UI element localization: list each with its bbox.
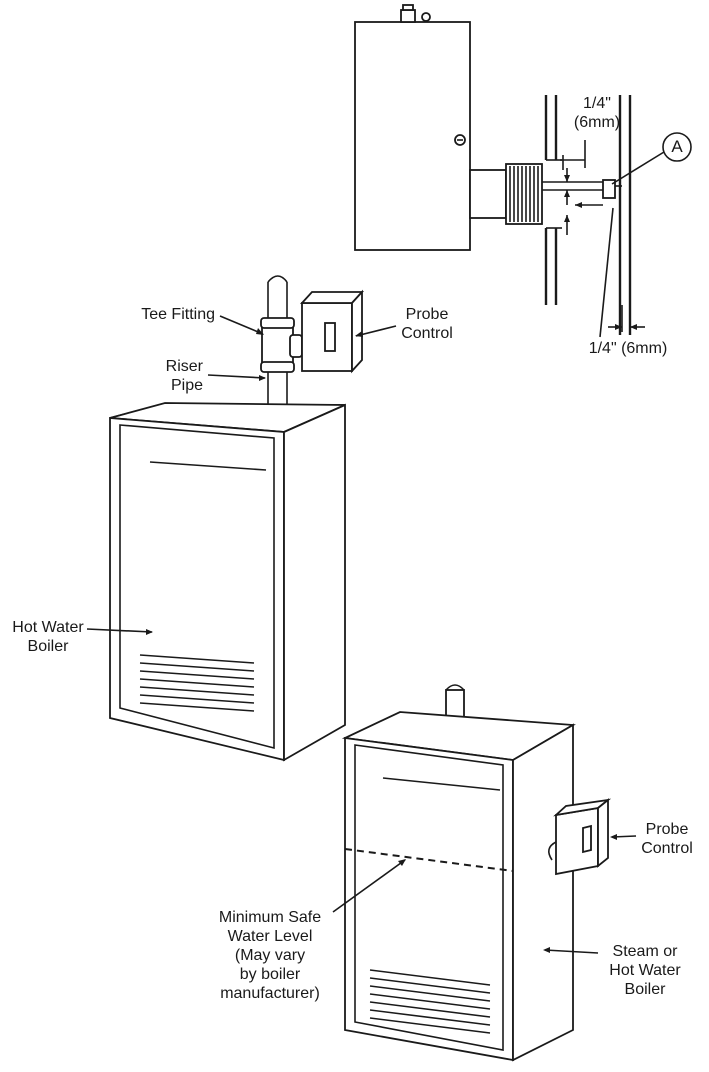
min-water-level-line: [344, 848, 514, 872]
steam-boiler-2: [332, 684, 637, 1062]
boiler-1-control-line: [149, 461, 267, 471]
min-water-level-label: Minimum Safe Water Level (May vary by bo…: [218, 909, 322, 1002]
riser-pipe-label: Riser Pipe: [165, 358, 203, 394]
boiler-1-vents: [139, 654, 255, 712]
detail-terminal: [400, 9, 416, 23]
probe-control-label-2: Probe Control: [641, 821, 693, 857]
boiler-2-vents: [369, 969, 491, 1034]
detail-probe-tip: [602, 179, 616, 199]
dim-label-top: 1/4" (6mm): [573, 95, 621, 131]
hot-water-boiler-label: Hot Water Boiler: [12, 619, 84, 655]
probe-control-label-1: Probe Control: [401, 306, 453, 342]
detail-bushing: [505, 163, 543, 225]
detail-control-box: [354, 21, 471, 251]
detail-threads: [509, 166, 539, 222]
boiler-2-control-line: [382, 777, 501, 791]
detail-terminal-screw: [421, 12, 431, 22]
callout-a-circle: [662, 132, 692, 162]
steam-boiler-label: Steam or Hot Water Boiler: [609, 943, 681, 998]
dim-label-bottom: 1/4" (6mm): [588, 340, 668, 357]
probe-control-2-window: [582, 824, 592, 854]
detail-nipple: [469, 169, 507, 219]
hot-water-boiler-1: [86, 275, 397, 762]
tee-fitting-label: Tee Fitting: [141, 306, 215, 323]
boiler-2-side: [512, 723, 574, 1062]
boiler-1-side: [283, 403, 346, 762]
callout-a-label: A: [671, 137, 683, 156]
detail-terminal-cap: [402, 4, 414, 11]
probe-detail-view: [354, 4, 692, 338]
probe-control-1-window: [324, 322, 336, 352]
boiler-2-front: [344, 736, 514, 1062]
